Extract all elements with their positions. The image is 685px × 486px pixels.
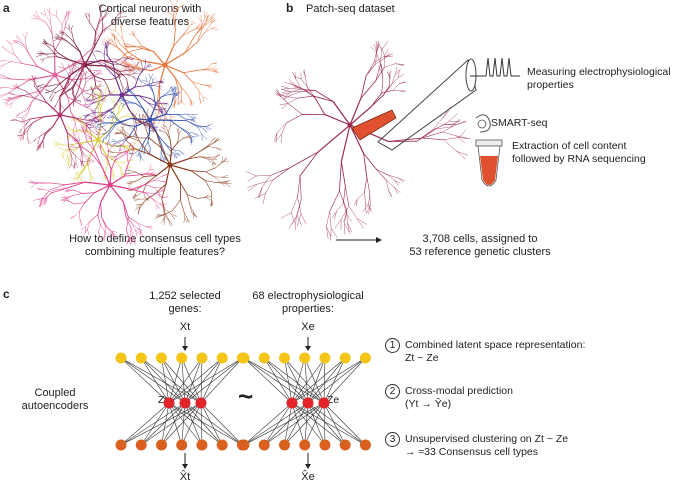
- input-node: [115, 352, 127, 364]
- panel-b-title: Patch-seq dataset: [306, 3, 395, 15]
- latent-node: [286, 397, 298, 409]
- step-1-line2: Zt ~ Ze: [405, 352, 439, 364]
- output-node: [115, 439, 127, 451]
- step-2-line2: (Yt → Ŷe): [405, 398, 452, 410]
- pipette: [351, 58, 477, 151]
- coupling-tilde: ~: [238, 381, 254, 411]
- coupled-label-line2: autoencoders: [21, 400, 89, 412]
- input-node: [216, 352, 228, 364]
- input-xe: Xe: [301, 321, 315, 333]
- output-node: [359, 439, 371, 451]
- output-node: [135, 439, 147, 451]
- panel-a-question-line2: combining multiple features?: [84, 246, 226, 258]
- input-node: [176, 352, 188, 364]
- output-node: [339, 439, 351, 451]
- sequencing-tube-icon: [475, 114, 503, 187]
- extraction-label-line1: Extraction of cell content: [512, 140, 627, 152]
- latent-node: [318, 397, 330, 409]
- panel-letter-c: c: [3, 287, 10, 301]
- neuron-2: [35, 4, 144, 111]
- input-node: [299, 352, 311, 364]
- result-line2: 53 reference genetic clusters: [409, 246, 551, 258]
- latent-node: [179, 397, 191, 409]
- latent-node: [163, 397, 175, 409]
- output-xt-hat: X̂t: [179, 471, 191, 483]
- latent-ze: Ze: [327, 394, 340, 406]
- result-line1: 3,708 cells, assigned to: [422, 233, 538, 245]
- transition-arrow-icon: [336, 237, 382, 243]
- step-3-line1: Unsupervised clustering on Zt ~ Ze: [405, 433, 569, 445]
- output-xe-hat: X̂e: [301, 471, 315, 483]
- input-xt: Xt: [179, 321, 191, 333]
- smartseq-label: SMART-seq: [491, 117, 548, 129]
- input-node: [196, 352, 208, 364]
- panel-letter-a: a: [3, 1, 10, 15]
- step-1-line1: Combined latent space representation:: [405, 339, 586, 351]
- step-1-num: 1: [385, 338, 400, 353]
- coupled-label-line1: Coupled: [34, 387, 76, 399]
- input-node: [258, 352, 270, 364]
- output-node: [319, 439, 331, 451]
- input-node: [278, 352, 290, 364]
- step-2-num: 2: [385, 384, 400, 399]
- ephys-props-line1: 68 electrophysiological: [252, 290, 364, 302]
- spike-trace-icon: [470, 57, 520, 77]
- neuron-8: [28, 122, 169, 246]
- step-2-line1: Cross-modal prediction: [405, 385, 513, 397]
- output-node: [155, 439, 167, 451]
- panel-letter-b: b: [286, 1, 294, 15]
- input-node: [319, 352, 331, 364]
- ephys-label-line2: properties: [527, 79, 574, 91]
- ephys-props-line2: properties:: [282, 303, 334, 315]
- ephys-label-line1: Measuring electrophysiological: [527, 66, 671, 78]
- latent-node: [195, 397, 207, 409]
- output-node: [196, 439, 208, 451]
- input-node: [238, 352, 250, 364]
- flow-arrows: [182, 337, 311, 469]
- output-node: [258, 439, 270, 451]
- latent-node: [302, 397, 314, 409]
- latent-zt: Zt: [158, 394, 168, 406]
- neuron-6: [93, 73, 213, 163]
- neuron-b-cell: [245, 40, 471, 241]
- neuron-7: [106, 108, 232, 227]
- step-3-num: 3: [385, 432, 400, 447]
- step-3-line2: → ≈33 Consensus cell types: [405, 446, 538, 458]
- genes-label-line1: 1,252 selected: [149, 290, 221, 302]
- input-node: [339, 352, 351, 364]
- neuron-9: [7, 59, 108, 170]
- input-node: [359, 352, 371, 364]
- coupled-autoencoders: [115, 352, 371, 451]
- input-node: [155, 352, 167, 364]
- output-node: [176, 439, 188, 451]
- genes-label-line2: genes:: [168, 303, 202, 315]
- output-node: [216, 439, 228, 451]
- panel-a-question-line1: How to define consensus cell types: [69, 233, 241, 245]
- output-node: [299, 439, 311, 451]
- output-node: [278, 439, 290, 451]
- patched-neuron: [245, 40, 471, 241]
- extraction-label-line2: followed by RNA sequencing: [512, 153, 646, 165]
- panel-a-title-line2: diverse features: [110, 16, 190, 28]
- output-node: [238, 439, 250, 451]
- input-node: [135, 352, 147, 364]
- neuron-collage: [0, 0, 232, 246]
